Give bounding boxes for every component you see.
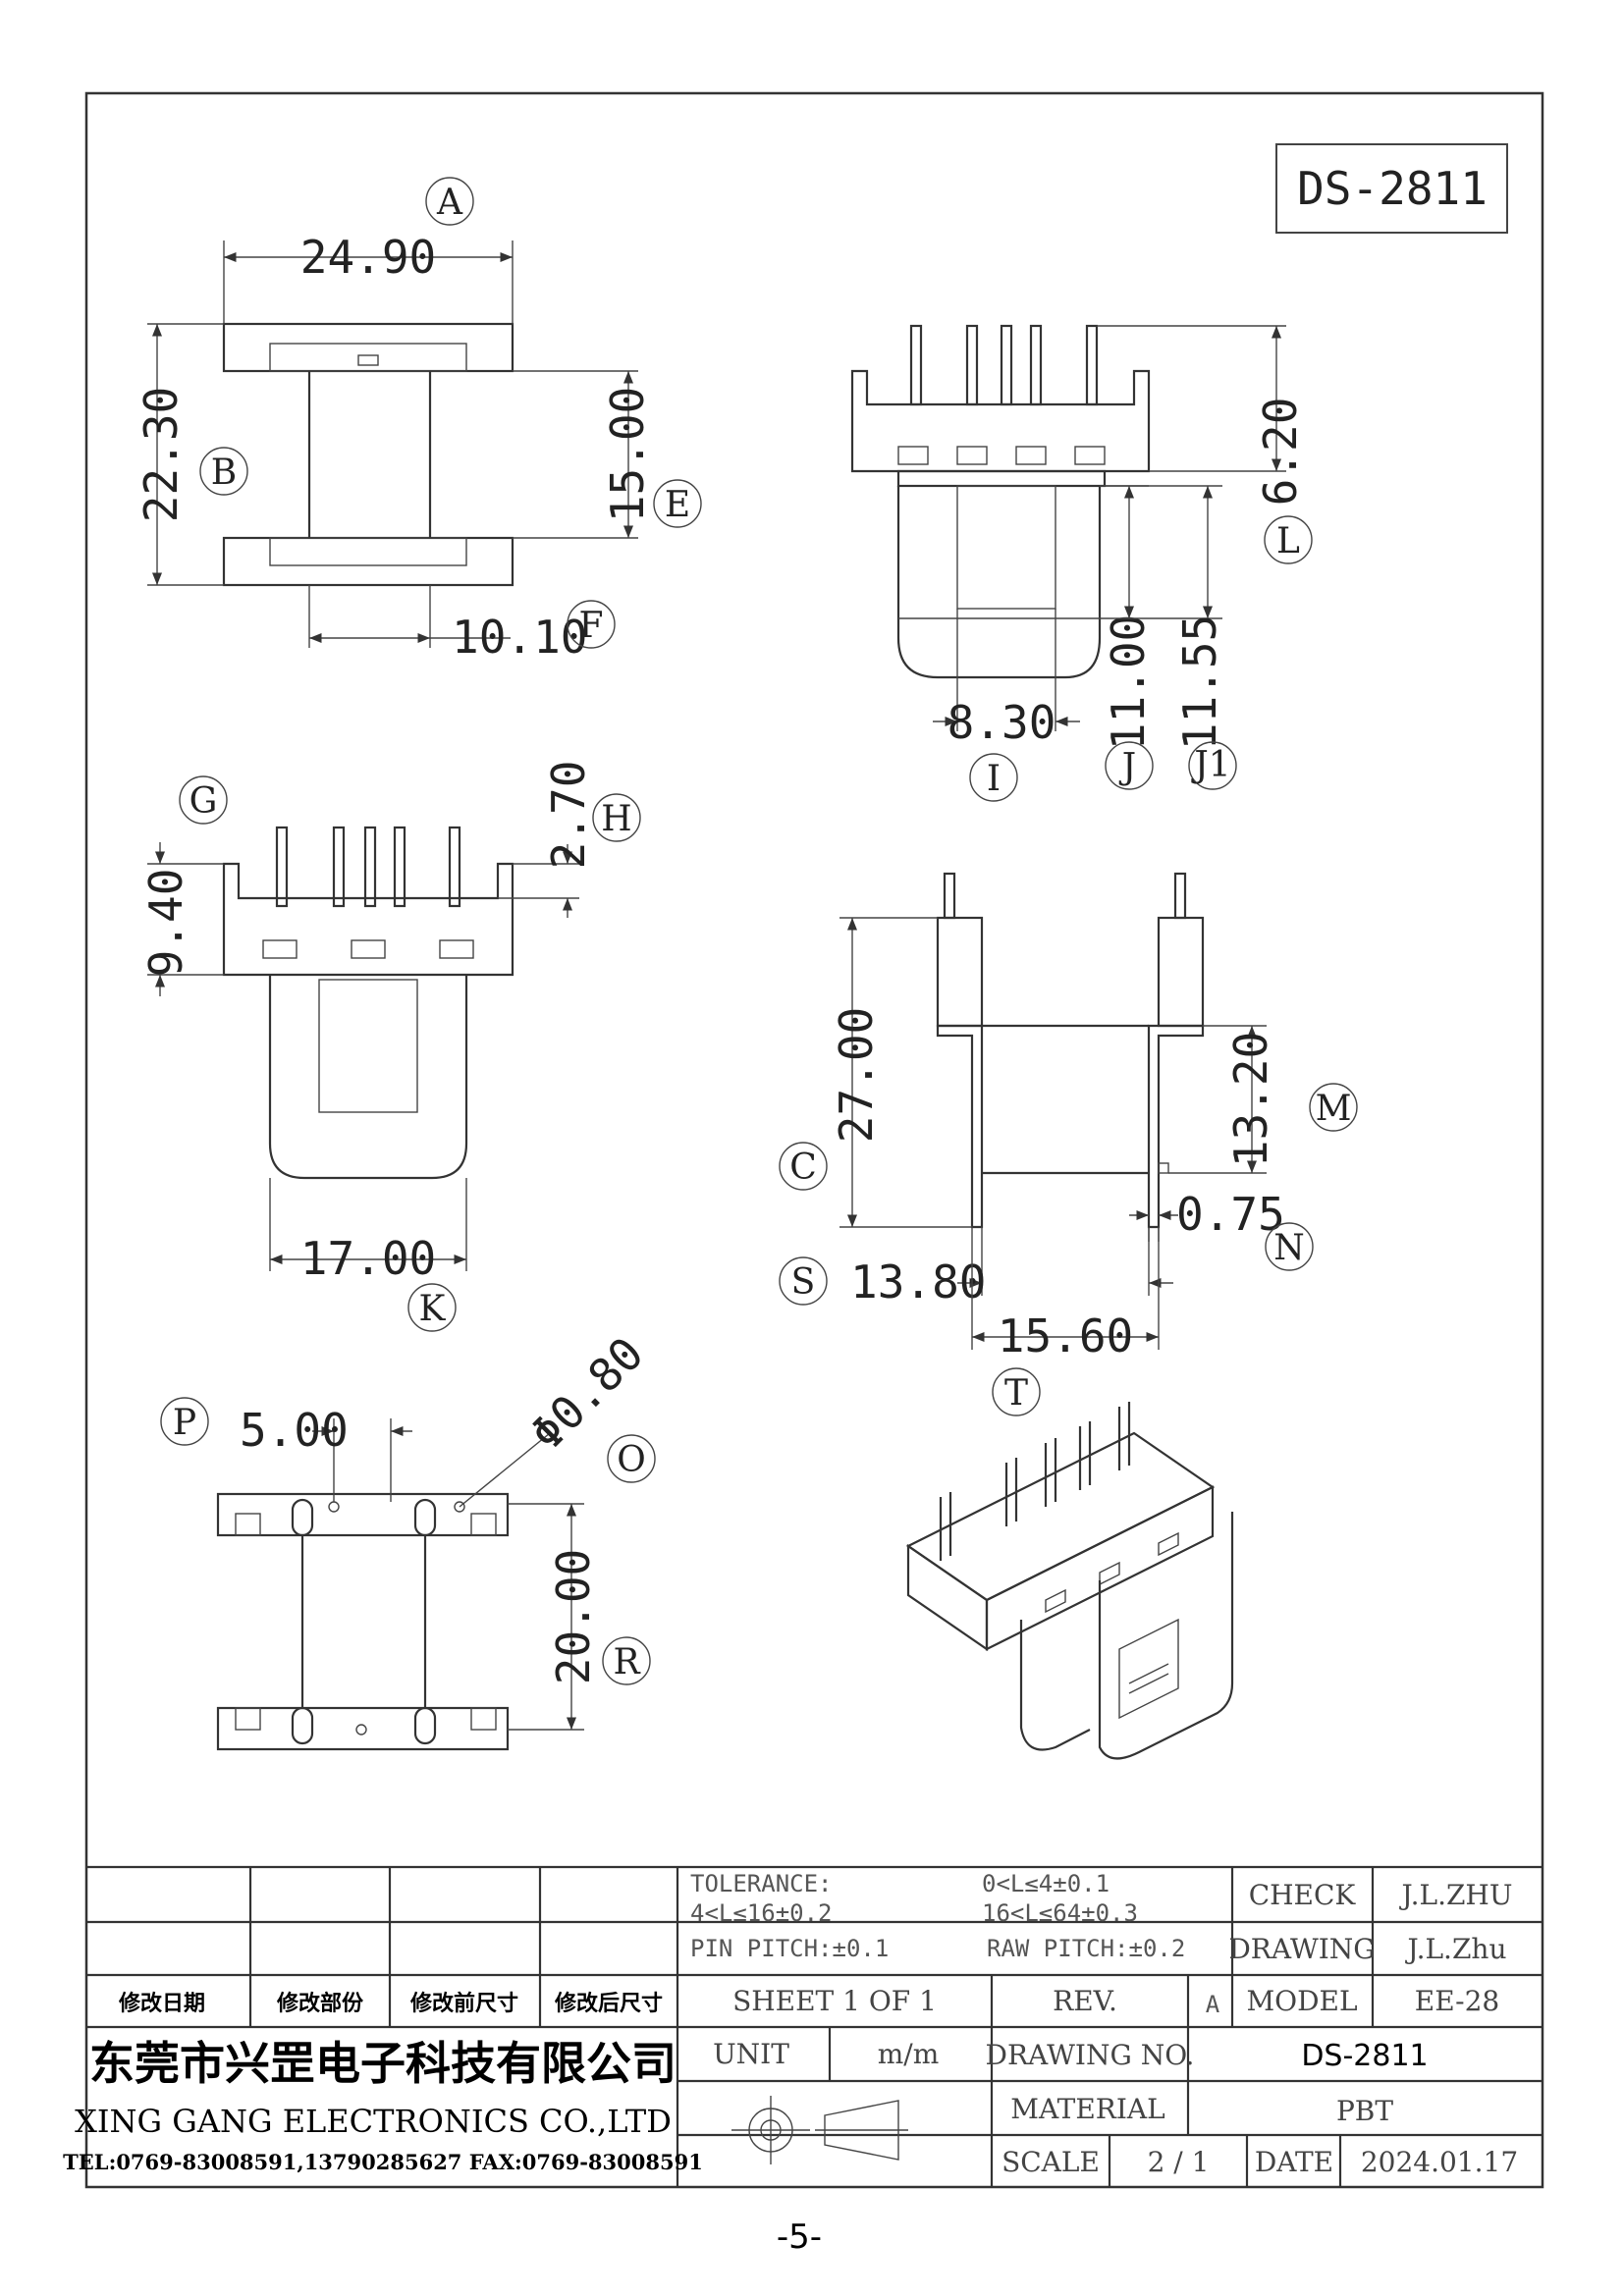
dim-G-value: 9.40 [139,869,192,978]
dim-E-value: 15.00 [601,387,654,522]
balloon-K: K [419,1289,447,1329]
dim-K-value: 17.00 [300,1232,436,1285]
balloon-J1: J1 [1190,745,1230,785]
tol-r3: RAW PITCH:±0.2 [987,1935,1185,1962]
tol-l3: PIN PITCH:±0.1 [690,1935,889,1962]
balloon-J: J [1118,747,1136,787]
view-side: 6.20 8.30 11.00 11.55 L I J J1 [850,324,1313,802]
drawing-no-label: DRAWING NO. [986,2039,1195,2071]
model-label: MODEL [1246,1985,1357,2017]
model-value: EE-28 [1415,1985,1500,2017]
sheet-value: SHEET 1 OF 1 [732,1985,937,2017]
company-name-en: XING GANG ELECTRONICS CO.,LTD [75,2103,672,2140]
balloon-G: G [189,781,218,822]
balloon-L: L [1276,521,1300,561]
dim-I-value: 8.30 [947,696,1056,749]
unit-label: UNIT [713,2038,789,2070]
rev-value: A [1206,1991,1220,2018]
dim-L-value: 6.20 [1254,398,1307,507]
drawing-code-box: DS-2811 [1275,143,1508,234]
projection-symbol-icon [731,2096,908,2164]
unit-value: m/m [878,2038,940,2070]
drawing-label: DRAWING [1228,1933,1375,1965]
balloon-A: A [436,183,463,223]
dim-J-value: 11.00 [1102,614,1155,750]
rev-header-date: 修改日期 [118,1991,205,2016]
scale-label: SCALE [1001,2146,1100,2178]
material-value: PBT [1336,2095,1393,2127]
title-block: TOLERANCE: 4<L≤16±0.2 PIN PITCH:±0.1 0<L… [63,1865,1543,2187]
tol-l2: 4<L≤16±0.2 [690,1899,833,1927]
dim-B-value: 22.30 [135,387,188,522]
dim-J1-value: 11.55 [1173,614,1226,750]
company-tel: TEL:0769-83008591,13790285627 FAX:0769-8… [63,2150,703,2174]
material-label: MATERIAL [1010,2093,1164,2125]
balloon-O: O [617,1440,646,1480]
dim-A-value: 24.90 [300,231,436,284]
page-number: -5- [777,2217,822,2257]
view-section: 27.00 13.20 0.75 13.80 15.60 C M N S T [779,872,1358,1416]
rev-header-before: 修改前尺寸 [409,1991,518,2016]
date-label: DATE [1255,2146,1333,2178]
check-value: J.L.ZHU [1399,1879,1513,1911]
drawing-value: J.L.Zhu [1405,1933,1507,1965]
dim-F-value: 10.10 [452,611,587,664]
dim-M-value: 13.20 [1224,1032,1277,1167]
sheet-border [84,91,1544,2189]
balloon-I: I [987,759,1001,799]
view-top: 24.90 22.30 15.00 10.10 A B E F [135,177,702,664]
dim-T-value: 15.60 [998,1309,1133,1362]
view-front: 9.40 2.70 17.00 G H K [139,761,641,1332]
balloon-C: C [789,1148,817,1188]
dim-P-value: 5.00 [240,1404,349,1457]
company-name-cn: 东莞市兴罡电子科技有限公司 [89,2037,677,2090]
balloon-F: F [579,606,604,646]
tol-r2: 16<L≤64±0.3 [982,1899,1138,1927]
balloon-S: S [791,1262,816,1303]
scale-value: 2 / 1 [1148,2146,1210,2178]
drawing-code: DS-2811 [1297,162,1488,215]
view-isometric [905,1402,1234,1760]
balloon-M: M [1316,1089,1352,1129]
drawing-no-value: DS-2811 [1301,2039,1428,2073]
dim-N-value: 0.75 [1176,1188,1285,1241]
check-label: CHECK [1249,1879,1357,1911]
dim-H-value: 2.70 [542,761,595,870]
rev-label: REV. [1053,1985,1117,2017]
rev-header-after: 修改后尺寸 [554,1991,663,2016]
tol-l1: TOLERANCE: [690,1870,833,1897]
dim-R-value: 20.00 [547,1549,600,1684]
balloon-E: E [665,485,690,525]
balloon-R: R [613,1642,640,1682]
view-bottom: 5.00 Φ0.80 20.00 P O R [160,1327,656,1751]
balloon-N: N [1273,1228,1305,1268]
tol-r1: 0<L≤4±0.1 [982,1870,1110,1897]
dim-S-value: 13.80 [850,1255,986,1308]
balloon-T: T [1004,1373,1028,1414]
balloon-B: B [211,453,237,493]
balloon-H: H [601,799,631,839]
dim-C-value: 27.00 [830,1007,883,1143]
rev-header-part: 修改部份 [276,1991,364,2016]
date-value: 2024.01.17 [1361,2146,1518,2178]
balloon-P: P [173,1403,196,1443]
